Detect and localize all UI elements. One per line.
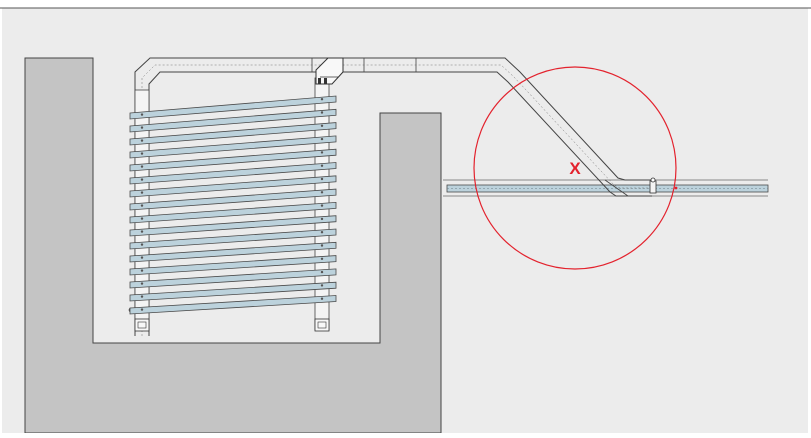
pipe-rung (129, 122, 337, 146)
pipe-rung (129, 148, 337, 172)
pipe-rung (129, 95, 337, 120)
pipe-rung (129, 228, 337, 250)
pipe-rung (129, 241, 337, 263)
pipe-rung (129, 162, 337, 185)
marker-label: X (569, 159, 581, 178)
pipe-rung (129, 281, 337, 302)
pipe-rung (129, 201, 337, 224)
pipe-rungs (129, 95, 337, 315)
pipe-rung (129, 268, 337, 289)
highlight-circle (473, 66, 677, 270)
pipe-rung (129, 135, 337, 159)
pipe-clamp (649, 177, 678, 194)
pipe-rung (129, 188, 337, 211)
pipe-rung (129, 295, 337, 315)
corner-connector (315, 57, 344, 85)
pipe-rung (129, 175, 337, 198)
pipe-rung (129, 215, 337, 237)
pipe-rung (129, 108, 337, 133)
pipe-rung (129, 255, 337, 276)
upper-duct (134, 57, 652, 336)
